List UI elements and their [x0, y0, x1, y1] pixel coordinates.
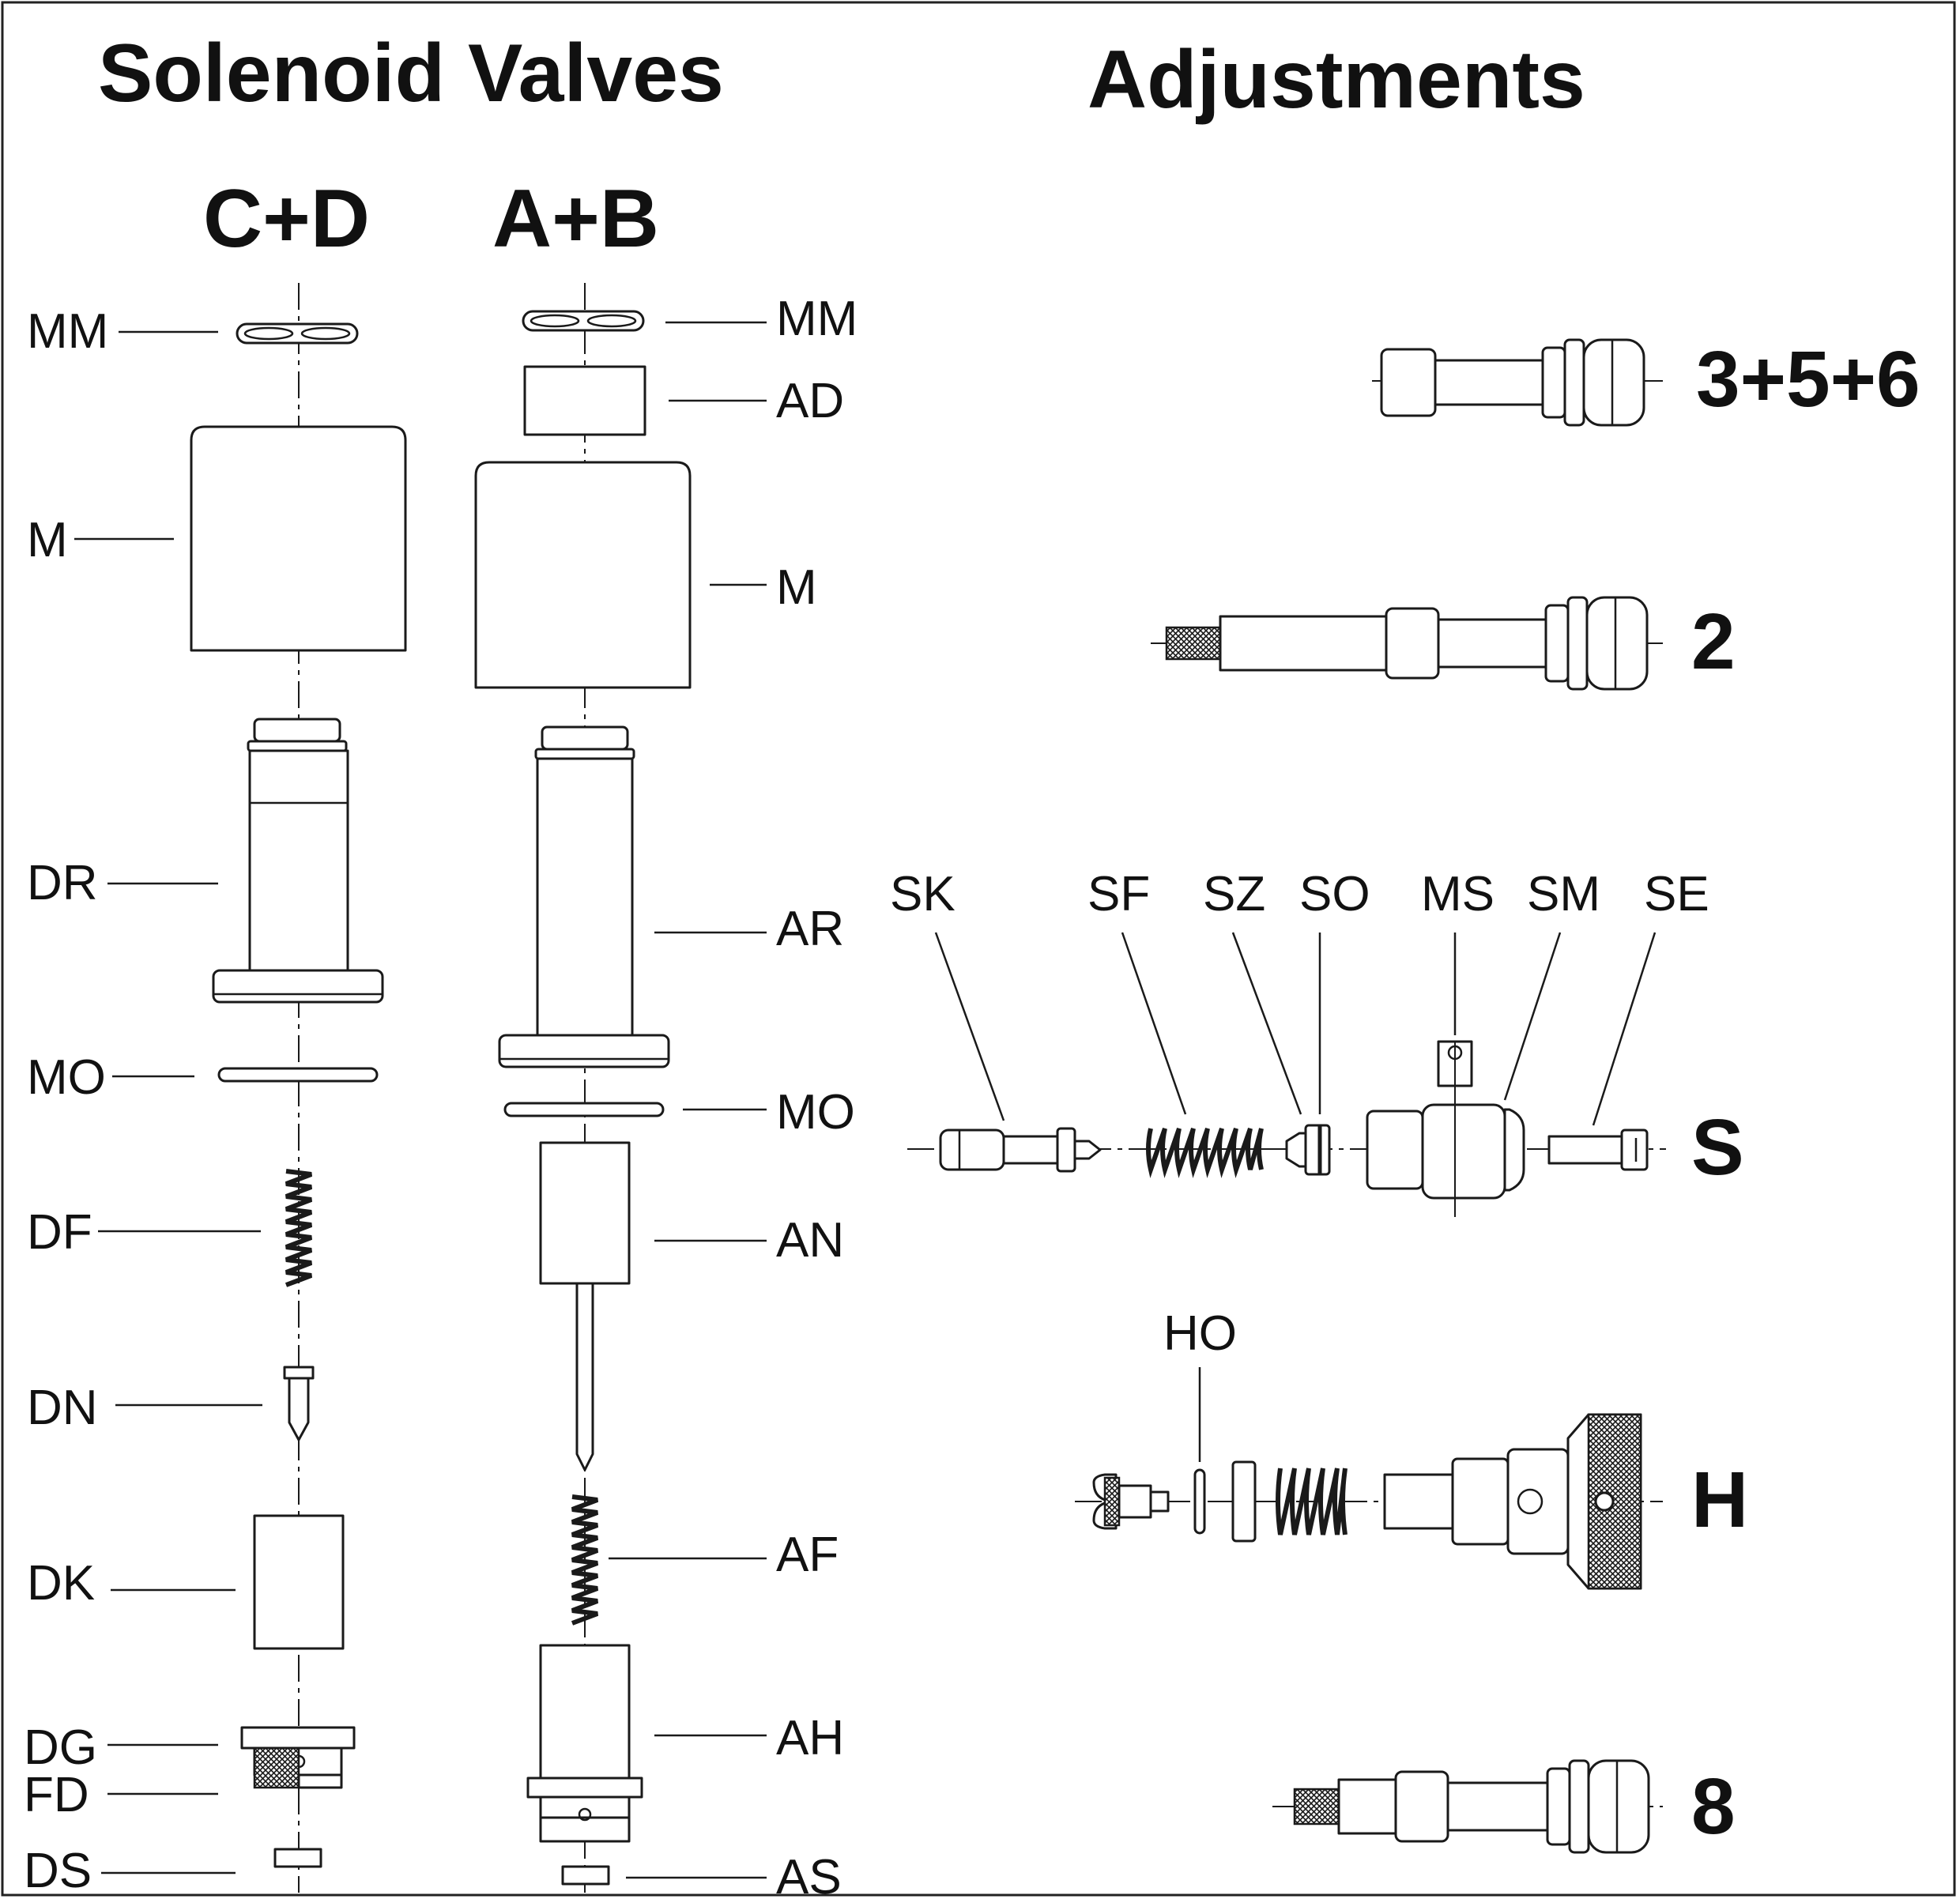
s-label-sm: SM: [1527, 867, 1600, 921]
cd-part-mm: [236, 322, 359, 345]
ab-part-mm: [522, 310, 645, 332]
adjustment-356-label: 3+5+6: [1696, 335, 1920, 424]
s-label-sk: SK: [890, 867, 956, 921]
ab-part-mo: [503, 1102, 665, 1117]
group-ab-title: A+B: [492, 173, 659, 265]
cd-part-df: [285, 1169, 313, 1287]
cd-label-mo: MO: [27, 1050, 106, 1105]
h-part-knob: [1383, 1413, 1642, 1590]
ab-part-as: [561, 1865, 610, 1886]
cd-label-fd: FD: [24, 1768, 89, 1822]
cd-label-dg: DG: [24, 1720, 97, 1775]
ab-part-m: [474, 461, 692, 689]
ab-valve-assembly: MM AD M AR MO AN AF AH AS: [474, 283, 858, 1899]
cd-label-mm: MM: [27, 304, 108, 359]
adjustment-8-label: 8: [1691, 1762, 1736, 1851]
s-part-sf: [1146, 1128, 1264, 1178]
cd-label-dr: DR: [27, 856, 98, 910]
s-part-se: [1547, 1128, 1649, 1171]
ab-part-af: [571, 1494, 599, 1626]
cd-part-ds: [273, 1848, 322, 1868]
adjustment-h-label: H: [1691, 1456, 1748, 1544]
ab-label-ah: AH: [776, 1711, 844, 1765]
h-part-cap: [1092, 1473, 1170, 1530]
cd-part-dn: [283, 1366, 315, 1441]
ab-part-ar: [498, 725, 670, 1068]
s-label-so: SO: [1299, 867, 1370, 921]
ab-label-ad: AD: [776, 374, 844, 428]
s-label-sf: SF: [1087, 867, 1150, 921]
adjustment-s-label: S: [1691, 1103, 1744, 1192]
s-label-sz: SZ: [1203, 867, 1265, 921]
ab-label-af: AF: [776, 1528, 839, 1582]
cd-part-dk: [253, 1514, 345, 1650]
adjustment-8-assembly: 8: [1272, 1759, 1736, 1854]
h-part-ho: [1193, 1468, 1206, 1535]
adjustment-2-label: 2: [1691, 597, 1736, 686]
s-part-sz: [1285, 1124, 1331, 1176]
ab-part-ad: [523, 365, 646, 436]
ab-label-m: M: [776, 560, 817, 615]
adjustments-title: Adjustments: [1087, 34, 1585, 126]
cd-label-m: M: [27, 513, 68, 567]
ab-label-mm: MM: [776, 292, 858, 346]
h-part-spring: [1276, 1468, 1348, 1535]
adjustment-s-assembly: SK SF SZ SO MS SM SE S: [890, 867, 1744, 1217]
cd-part-m: [190, 425, 407, 652]
s-label-ms: MS: [1421, 867, 1494, 921]
group-cd-title: C+D: [203, 173, 370, 265]
adjustment-356-assembly: 3+5+6: [1372, 335, 1920, 427]
ab-part-an: [539, 1141, 631, 1471]
ab-part-ah: [526, 1644, 643, 1843]
h-part-washer: [1231, 1460, 1257, 1543]
s-part-sk: [939, 1127, 1102, 1173]
cd-part-dr: [212, 718, 384, 1004]
cd-part-fd-ring: [297, 1773, 343, 1789]
cd-label-ds: DS: [24, 1844, 92, 1898]
cd-part-mo: [217, 1067, 379, 1083]
cd-label-dk: DK: [27, 1556, 95, 1611]
s-part-sm: [1366, 1040, 1525, 1217]
ab-label-as: AS: [776, 1850, 842, 1899]
solenoid-valves-title: Solenoid Valves: [98, 28, 724, 119]
cd-part-fd: [253, 1746, 300, 1789]
cd-label-df: DF: [27, 1205, 92, 1260]
adjustment-2-assembly: 2: [1151, 596, 1736, 691]
ab-label-ar: AR: [776, 902, 844, 956]
cd-label-dn: DN: [27, 1381, 98, 1435]
s-label-se: SE: [1644, 867, 1709, 921]
h-label-ho: HO: [1163, 1306, 1237, 1361]
cd-valve-assembly: MM M DR MO DF DN DK DG FD DS: [24, 283, 407, 1898]
ab-label-an: AN: [776, 1213, 844, 1268]
ab-label-mo: MO: [776, 1085, 855, 1140]
adjustment-h-assembly: HO H: [1075, 1306, 1748, 1590]
